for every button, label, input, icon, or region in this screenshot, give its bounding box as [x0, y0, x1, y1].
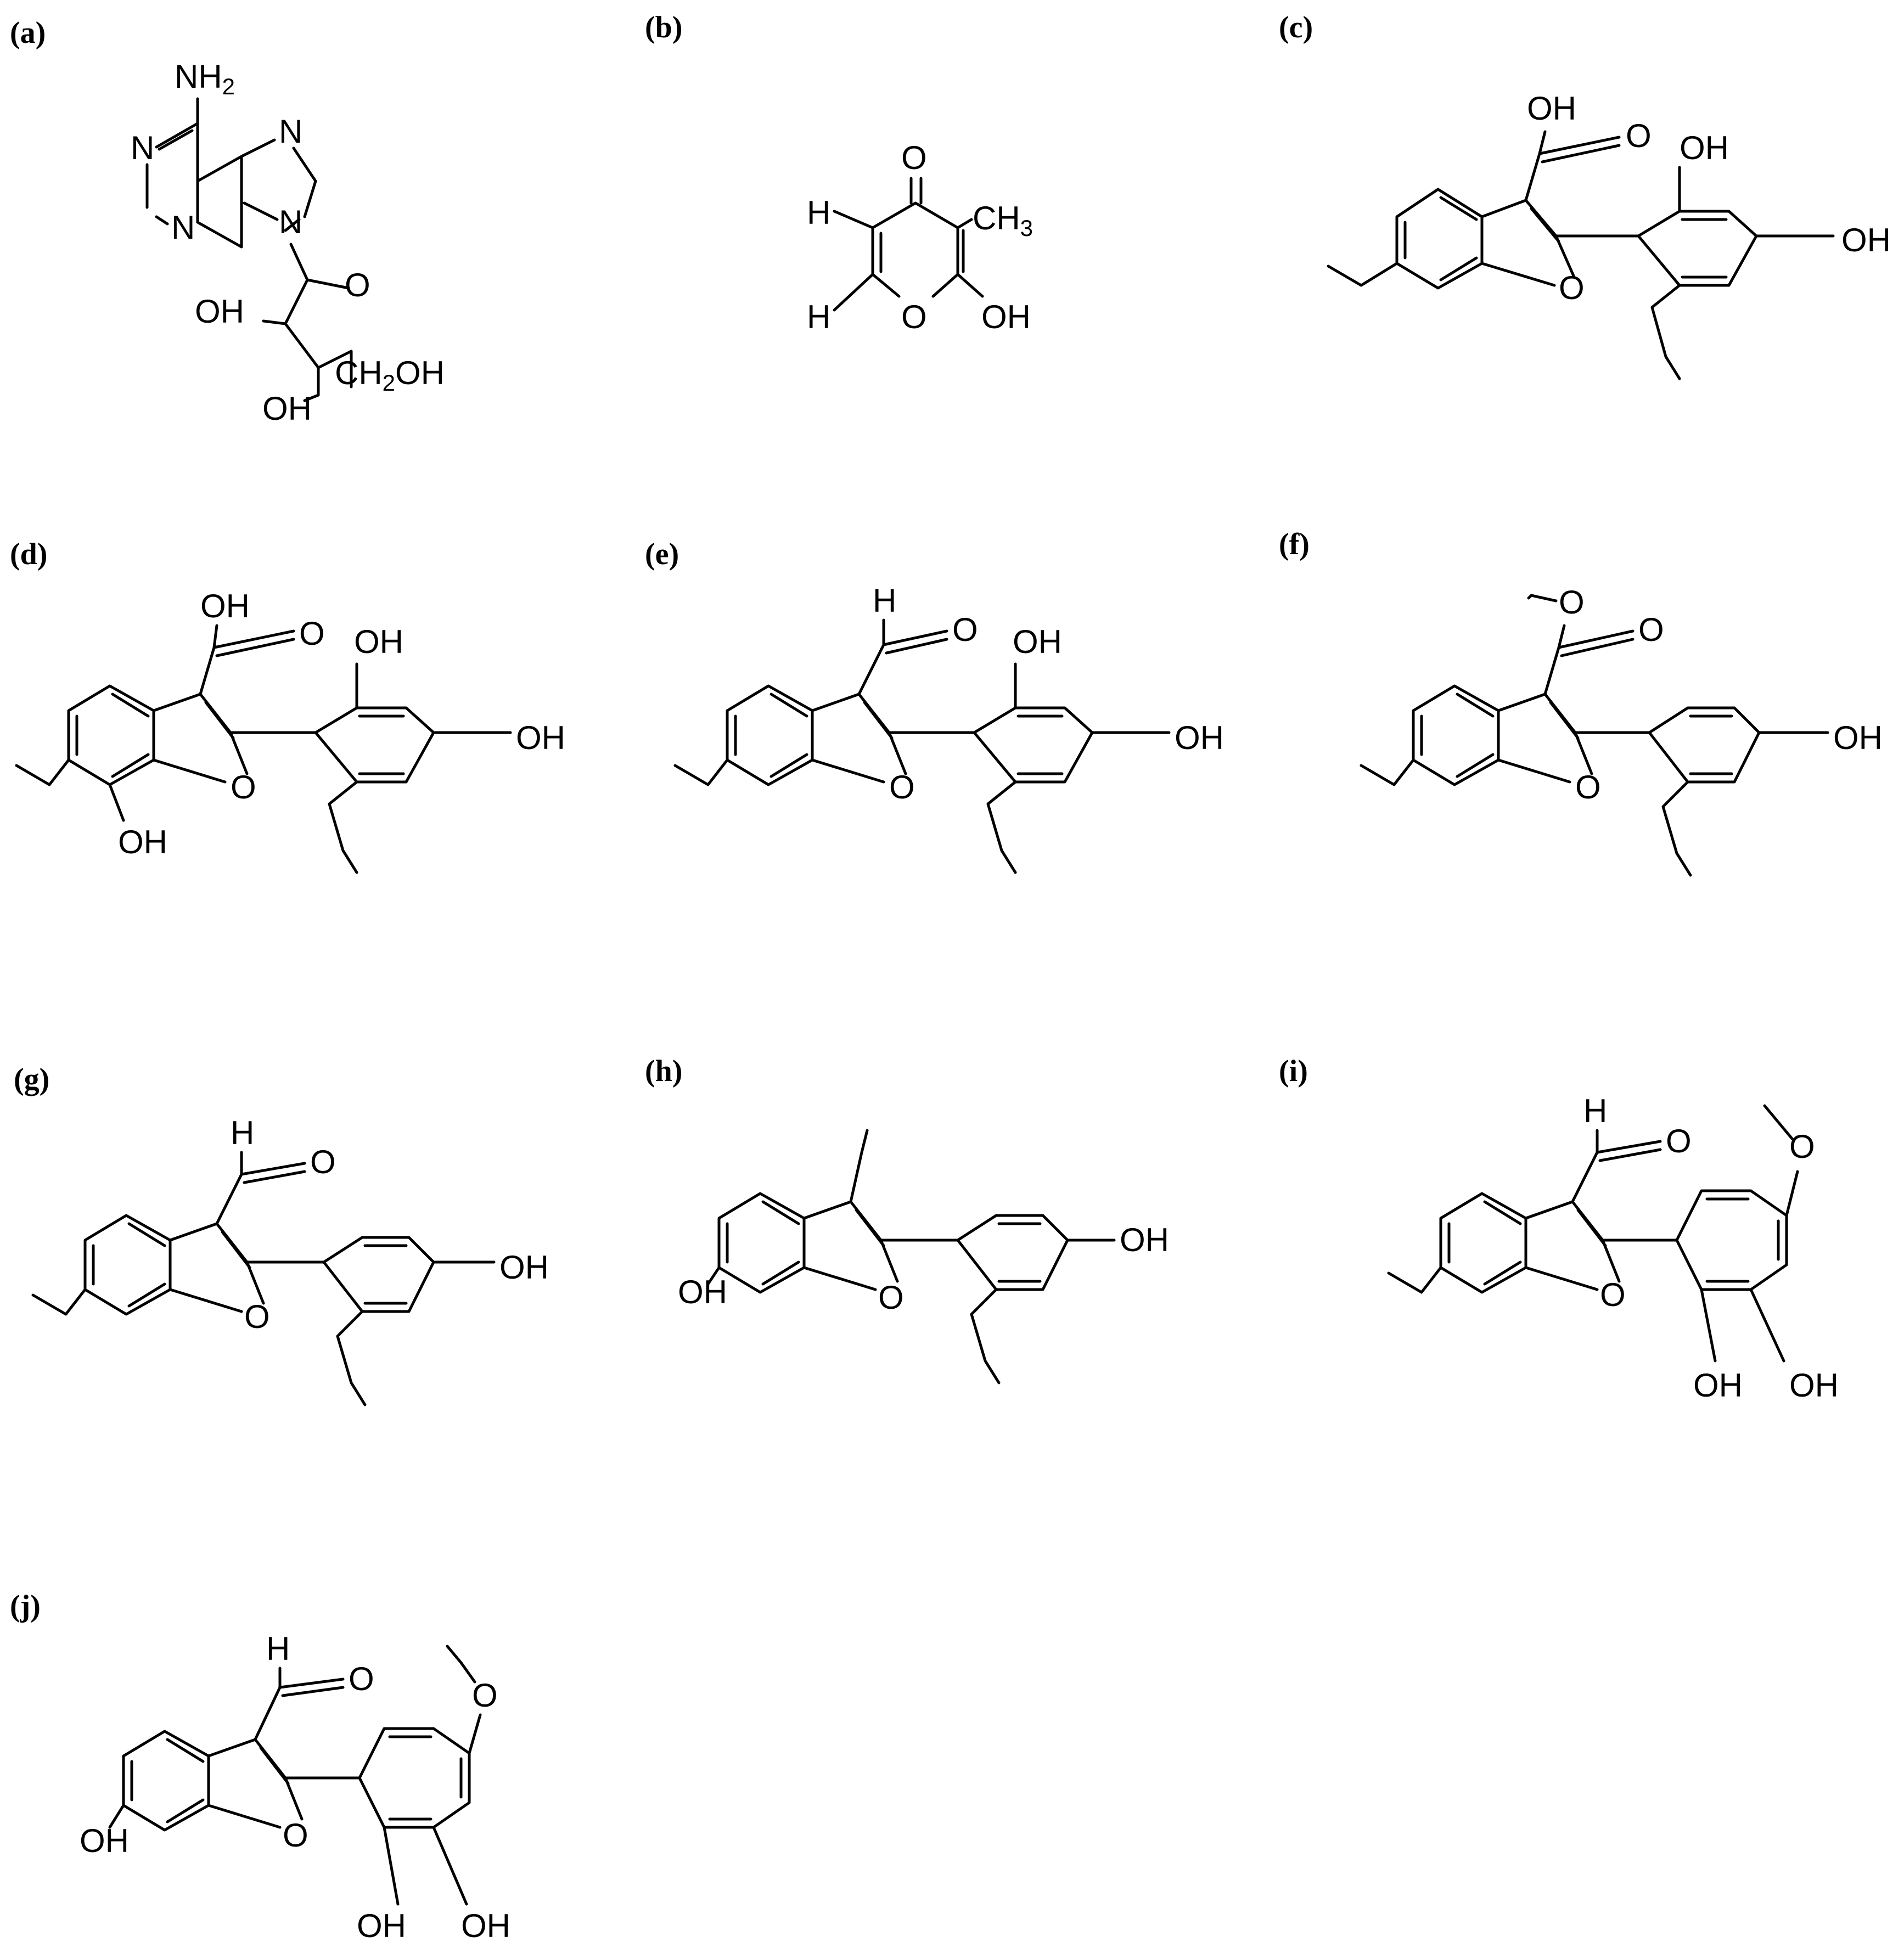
atom-d-oh-right: OH	[516, 719, 565, 756]
atom-i-ring-o: O	[1600, 1276, 1626, 1313]
atom-f-carbonyl-o: O	[1638, 611, 1664, 648]
atom-g-ald-h: H	[231, 1114, 254, 1151]
atom-f-ring-o: O	[1575, 769, 1601, 806]
bonds-e	[673, 618, 1171, 874]
panel-label-d: (d)	[10, 537, 47, 571]
bonds-c	[1327, 130, 1835, 380]
bonds-a	[145, 97, 353, 402]
bonds-b	[833, 177, 984, 312]
atom-c-oh-top: OH	[1680, 130, 1729, 166]
atom-a-n3: N	[171, 209, 195, 246]
structure-h-benzofuran-methyl: O OH OH	[678, 1129, 1169, 1384]
atom-b-h1: H	[807, 194, 830, 231]
panel-label-f: (f)	[1279, 527, 1310, 561]
atom-f-oh-right: OH	[1833, 719, 1883, 756]
atom-a-oh3: OH	[262, 390, 312, 427]
atom-j-oh-b: OH	[461, 1907, 510, 1942]
bonds-j	[108, 1645, 482, 1906]
panel-label-h: (h)	[645, 1054, 682, 1088]
atom-c-oh-right: OH	[1841, 222, 1891, 258]
panel-label-j: (j)	[10, 1589, 41, 1623]
atom-e-ald-o: O	[952, 611, 978, 648]
atom-c-acid-oh: OH	[1527, 90, 1576, 127]
atom-j-methoxy-o: O	[472, 1677, 498, 1714]
bonds-f	[1360, 594, 1829, 877]
atom-i-ald-h: H	[1583, 1093, 1607, 1129]
atom-e-ald-h: H	[873, 582, 896, 619]
atom-a-nh2: NH2	[175, 58, 235, 99]
atom-g-ald-o: O	[310, 1144, 336, 1180]
atom-h-oh-left: OH	[678, 1274, 727, 1310]
atom-b-oh: OH	[981, 299, 1031, 335]
structure-a-adenosine: NH2 N N N N O OH OH CH2OH	[131, 58, 445, 427]
atom-a-ch2oh: CH2OH	[335, 354, 445, 396]
atom-b-ch3: CH3	[973, 200, 1033, 241]
atom-i-methoxy-o: O	[1789, 1128, 1815, 1165]
panel-label-g: (g)	[14, 1062, 49, 1096]
atom-h-ring-o: O	[878, 1279, 904, 1316]
structure-g-benzofuran-aldehyde: H O O OH	[31, 1114, 549, 1406]
atom-i-ald-o: O	[1666, 1123, 1692, 1159]
atom-a-n7: N	[279, 113, 302, 150]
bonds-h	[706, 1129, 1116, 1384]
atom-j-oh-a: OH	[357, 1907, 406, 1942]
atom-h-oh-right: OH	[1120, 1222, 1169, 1258]
atom-e-oh-top: OH	[1013, 623, 1062, 660]
panel-label-b: (b)	[645, 10, 682, 44]
structure-e-benzofuran-aldehyde: H O O OH OH	[673, 582, 1224, 874]
atom-j-ring-o: O	[283, 1817, 308, 1854]
atom-a-o-ring: O	[345, 267, 370, 303]
atom-g-ring-o: O	[244, 1298, 270, 1335]
structure-c-benzofuran-acid: OH O O OH OH	[1327, 90, 1891, 380]
atom-d-acid-oh: OH	[200, 588, 250, 624]
structure-i-benzofuran-aldehyde: H O O OH OH O	[1387, 1093, 1839, 1404]
atom-i-oh-b: OH	[1789, 1367, 1839, 1404]
atom-d-oh-top: OH	[354, 623, 403, 660]
panel-label-c: (c)	[1279, 10, 1313, 44]
atom-g-oh-right: OH	[499, 1249, 549, 1286]
structure-f-benzofuran-ester: O O O OH	[1360, 584, 1883, 877]
bonds-d	[15, 624, 512, 874]
atom-a-n9: N	[279, 204, 302, 240]
atom-a-oh2: OH	[195, 293, 244, 330]
atom-i-oh-a: OH	[1693, 1367, 1743, 1404]
atom-j-ald-h: H	[266, 1630, 290, 1667]
atom-d-acid-o: O	[299, 615, 325, 652]
structure-d-benzofuran-acid: OH O O OH OH OH	[15, 588, 565, 874]
atom-d-ring-o: O	[231, 769, 256, 806]
panel-label-e: (e)	[645, 537, 679, 571]
panel-label-i: (i)	[1279, 1054, 1308, 1088]
atom-b-h2: H	[807, 299, 830, 335]
atom-e-ring-o: O	[889, 769, 915, 806]
bonds-i	[1387, 1104, 1799, 1363]
atom-f-ester-o: O	[1559, 584, 1585, 621]
atom-d-oh-bottom: OH	[118, 824, 167, 860]
bonds-g	[31, 1151, 496, 1406]
atom-b-o-keto: O	[901, 139, 927, 176]
structure-b-pyranone: O CH3 H H O OH	[807, 139, 1033, 335]
atom-j-ald-o: O	[349, 1660, 374, 1697]
atom-a-n1: N	[131, 130, 154, 166]
atom-j-oh-left: OH	[80, 1822, 129, 1859]
structure-j-benzofuran-aldehyde: H O O OH OH OH O	[80, 1630, 510, 1942]
atom-b-o-ring: O	[901, 299, 927, 335]
atom-c-ring-o: O	[1559, 269, 1585, 306]
atom-e-oh-right: OH	[1175, 719, 1224, 756]
atom-c-acid-o: O	[1626, 117, 1652, 154]
panel-label-a: (a)	[10, 16, 46, 50]
